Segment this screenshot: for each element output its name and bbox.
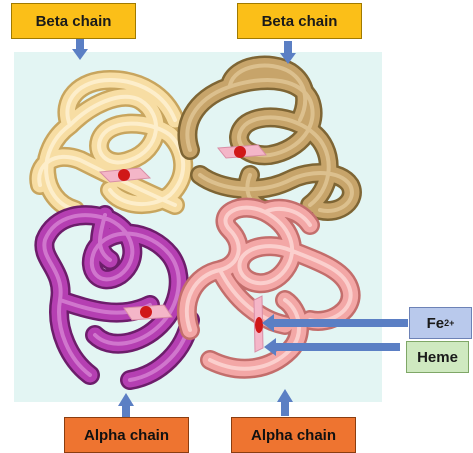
beta-chain-right-ribbon — [177, 55, 362, 221]
arrow-alpha-left — [118, 393, 134, 417]
arrow-heme — [264, 338, 400, 356]
arrow-fe — [262, 314, 408, 332]
heme-group-beta-left — [98, 167, 152, 183]
beta-chain-left-text: Beta chain — [35, 12, 112, 30]
alpha-chain-right-text: Alpha chain — [250, 426, 336, 444]
alpha-chain-right-label: Alpha chain — [231, 417, 356, 453]
heme-group-alpha-left — [123, 304, 173, 321]
beta-chain-right-text: Beta chain — [261, 12, 338, 30]
alpha-chain-left-ribbon — [34, 205, 200, 390]
heme-group-alpha-right — [253, 295, 264, 353]
fe-label-base: Fe — [426, 314, 445, 332]
beta-chain-left-ribbon — [29, 70, 194, 220]
beta-chain-right-label: Beta chain — [237, 3, 362, 39]
arrow-beta-left — [72, 38, 88, 60]
alpha-chain-left-label: Alpha chain — [64, 417, 189, 453]
heme-label-text: Heme — [417, 348, 458, 366]
fe-label-superscript: 2+ — [444, 318, 455, 328]
arrow-alpha-right — [277, 389, 293, 416]
alpha-chain-left-text: Alpha chain — [83, 426, 169, 444]
beta-chain-left-label: Beta chain — [11, 3, 136, 39]
heme-group-beta-right — [217, 144, 267, 159]
arrow-beta-right — [280, 41, 296, 64]
heme-label: Heme — [406, 341, 469, 373]
